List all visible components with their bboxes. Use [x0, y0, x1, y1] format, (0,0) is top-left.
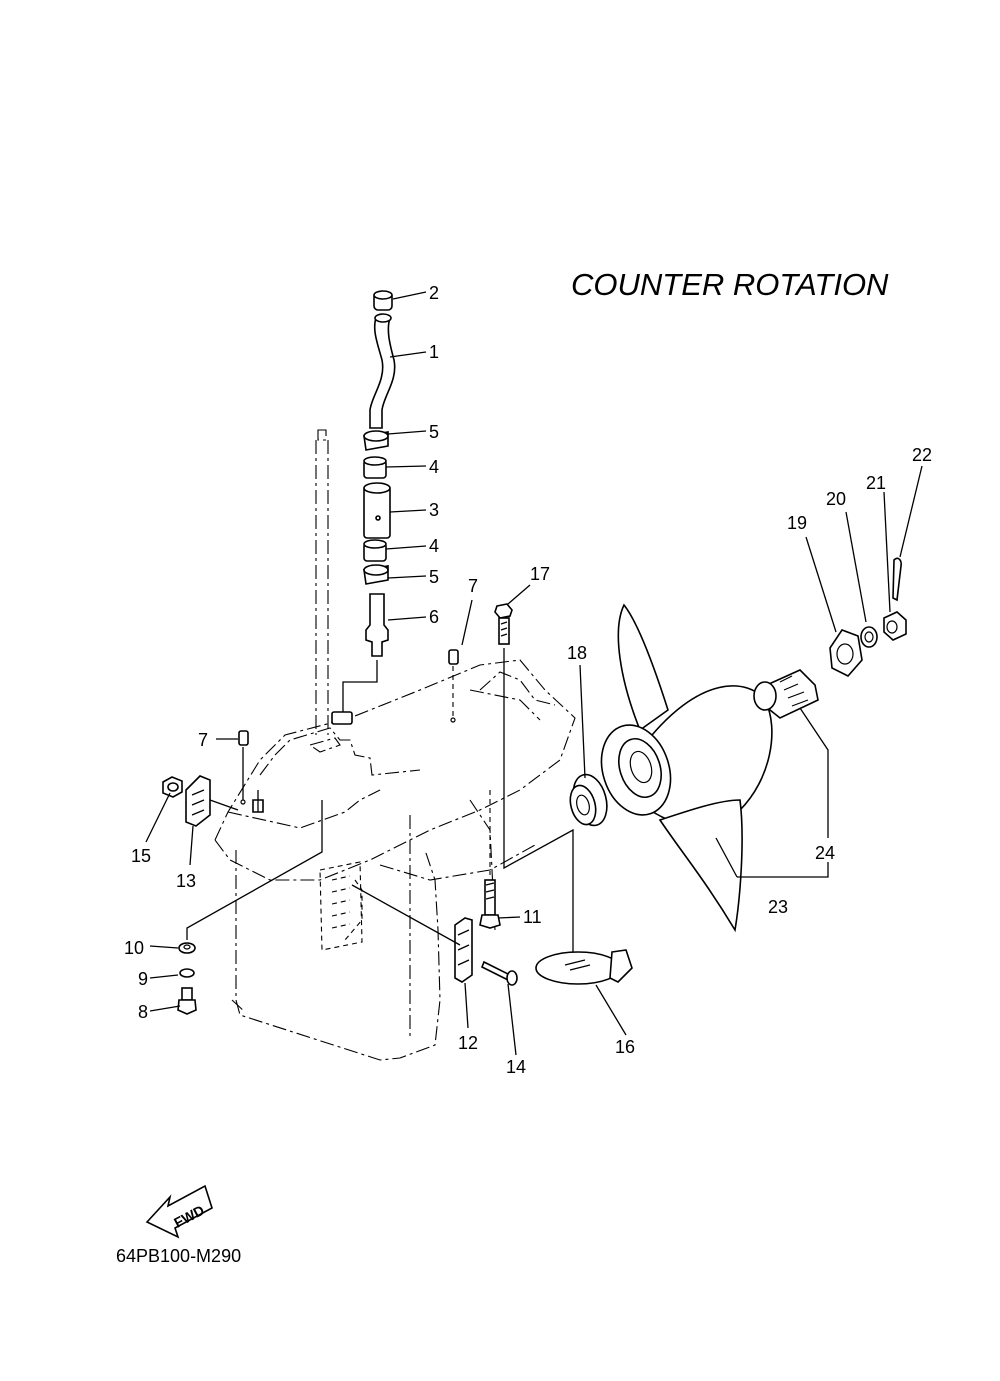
callout-5-upper: 5 [429, 422, 439, 442]
anode-part-12 [454, 917, 473, 983]
callout-19: 19 [787, 513, 807, 533]
callout-8: 8 [138, 1002, 148, 1022]
callout-2: 2 [429, 283, 439, 303]
propeller-part-23 [600, 603, 773, 933]
bolt-part-17 [494, 603, 513, 645]
trim-tab-part-16 [535, 949, 633, 985]
leader-lines [145, 291, 923, 1056]
water-tube-part-6 [365, 593, 389, 657]
callout-23: 23 [768, 897, 788, 917]
callout-20: 20 [826, 489, 846, 509]
diagram-title: COUNTER ROTATION [571, 267, 889, 302]
callout-4-lower: 4 [429, 536, 439, 556]
callout-10: 10 [124, 938, 144, 958]
fwd-arrow-icon: FWD [145, 1184, 213, 1239]
spacer-part-24 [753, 669, 819, 719]
callout-7-left: 7 [198, 730, 208, 750]
cotter-pin-part-22 [892, 557, 902, 602]
lower-unit-housing [214, 429, 576, 1061]
water-tube-assembly [331, 290, 396, 725]
callout-17: 17 [530, 564, 550, 584]
callout-21: 21 [866, 473, 886, 493]
callout-15: 15 [131, 846, 151, 866]
callout-5-lower: 5 [429, 567, 439, 587]
dowel-pin-part-7-right [448, 649, 459, 665]
callout-6: 6 [429, 607, 439, 627]
bolt-part-11 [479, 879, 501, 929]
callout-7-right: 7 [468, 576, 478, 596]
callout-9: 9 [138, 969, 148, 989]
callout-22: 22 [912, 445, 932, 465]
washer-part-19 [829, 629, 863, 677]
washer-part-10 [178, 942, 196, 954]
dowel-pin-part-7-left [238, 730, 249, 746]
callout-14: 14 [506, 1057, 526, 1077]
callout-11: 11 [523, 907, 542, 927]
callout-labels: 2 1 5 4 3 4 5 6 7 17 18 7 15 13 11 10 9 … [124, 283, 932, 1077]
callout-13: 13 [176, 871, 196, 891]
thrust-washer-part-18 [569, 773, 608, 827]
water-tube-part-1 [369, 317, 396, 429]
nut-part-21 [883, 611, 907, 641]
anode-part-13 [185, 775, 211, 827]
callout-4-upper: 4 [429, 457, 439, 477]
bolt-part-14 [480, 960, 518, 986]
diagram-code: 64PB100-M290 [116, 1246, 241, 1266]
callout-12: 12 [458, 1033, 478, 1053]
callout-16: 16 [615, 1037, 635, 1057]
washer-part-9 [179, 968, 195, 978]
callout-18: 18 [567, 643, 587, 663]
nut-part-15 [162, 776, 183, 798]
bolt-part-8 [177, 987, 197, 1015]
callout-1: 1 [429, 342, 439, 362]
washer-part-20 [860, 626, 878, 648]
callout-3: 3 [429, 500, 439, 520]
callout-24: 24 [815, 843, 835, 863]
